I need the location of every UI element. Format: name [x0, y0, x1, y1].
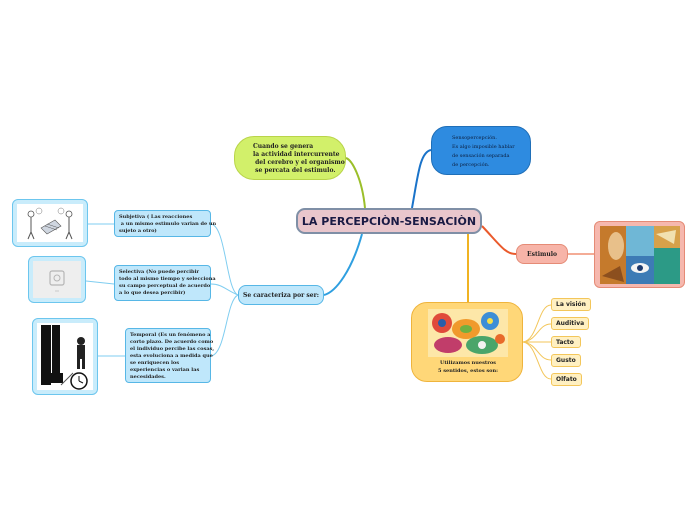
sense-taste-label: Gusto	[556, 357, 576, 364]
sense-vision[interactable]: La visión	[551, 298, 591, 311]
sense-touch[interactable]: Tacto	[551, 336, 581, 348]
sense-taste[interactable]: Gusto	[551, 354, 581, 367]
temporal-node[interactable]: Temporal (Es un fenómeno a corto plazo. …	[125, 328, 214, 383]
subjective-illustration	[17, 204, 83, 242]
stimulus-image-node[interactable]	[594, 221, 685, 288]
stimulus-illustration	[600, 226, 680, 284]
characteristics-label: Se caracteriza por ser:	[243, 291, 319, 299]
central-topic[interactable]: LA PERCEPCIÒN-SENSACIÒN	[296, 208, 482, 234]
subjective-node[interactable]: Subjetiva ( Las reacciones a un mismo es…	[114, 210, 216, 237]
sense-vision-label: La visión	[556, 301, 586, 308]
image-placeholder-icon	[33, 261, 81, 298]
subjective-image-node[interactable]	[12, 199, 88, 247]
senses-node[interactable]: Utilizamos nuestros 5 sentidos, estos so…	[411, 302, 523, 382]
estimulo-node[interactable]: Estimulo	[516, 244, 568, 264]
sense-smell[interactable]: Olfato	[551, 373, 582, 386]
temporal-illustration	[37, 323, 93, 390]
branch-activity-node[interactable]: Cuando se genera la actividad intercurre…	[234, 136, 346, 180]
estimulo-label: Estimulo	[527, 250, 557, 258]
sense-smell-label: Olfato	[556, 376, 577, 383]
selective-node[interactable]: Selectiva (No puede percibir todo al mis…	[114, 265, 216, 301]
selective-image-node[interactable]	[28, 256, 86, 303]
sense-hearing-label: Auditiva	[556, 320, 585, 327]
temporal-image-node[interactable]	[32, 318, 98, 395]
senses-label: Utilizamos nuestros 5 sentidos, estos so…	[437, 360, 498, 374]
senses-illustration	[428, 309, 508, 357]
sense-touch-label: Tacto	[556, 338, 574, 346]
characteristics-node[interactable]: Se caracteriza por ser:	[238, 285, 324, 305]
branch-sensoperception-node[interactable]: Sensopercepción. Es algo imposible habla…	[431, 126, 531, 175]
central-topic-label: LA PERCEPCIÒN-SENSACIÒN	[301, 214, 477, 228]
sense-hearing[interactable]: Auditiva	[551, 317, 589, 330]
